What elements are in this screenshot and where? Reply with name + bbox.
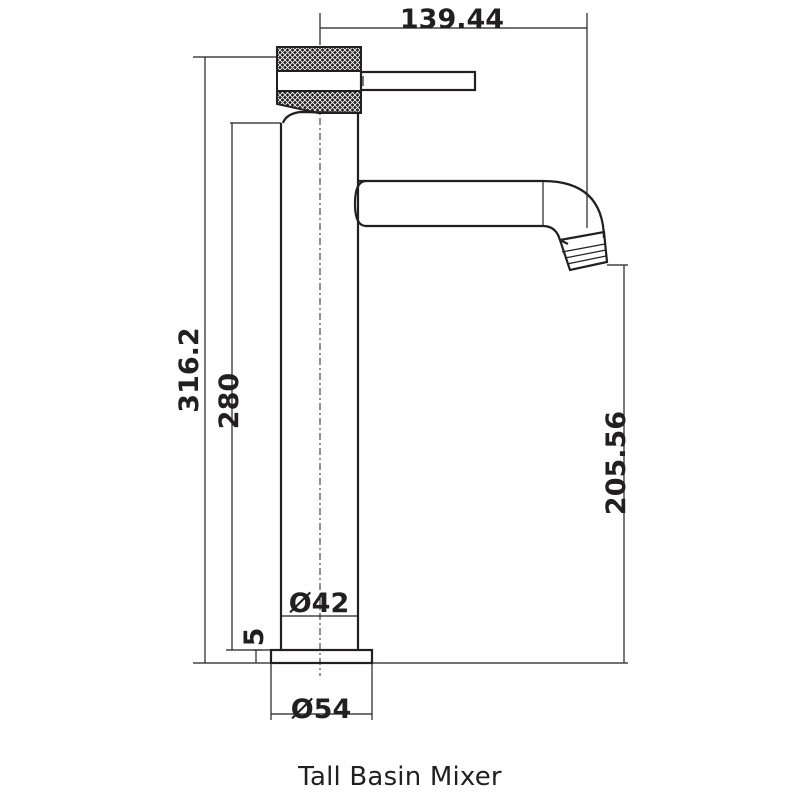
dimension-spout-height: 205.56	[372, 264, 632, 664]
base-plate	[269, 648, 374, 665]
dimension-body-height: 280	[214, 122, 281, 651]
knurled-collar	[276, 46, 362, 124]
dim-base-diameter-label: Ø54	[291, 694, 352, 725]
dim-spout-height-label: 205.56	[601, 411, 632, 515]
dim-projection-label: 139.44	[400, 4, 504, 35]
dimension-projection: 139.44	[319, 4, 588, 228]
dimension-base-diameter: Ø54	[270, 663, 373, 725]
lever-handle	[359, 70, 477, 92]
dimension-body-diameter: Ø42	[281, 588, 358, 619]
spout	[353, 179, 609, 272]
dim-base-thickness-label: 5	[239, 628, 270, 647]
dim-body-diameter-label: Ø42	[289, 588, 350, 619]
dimension-base-thickness: 5	[239, 628, 270, 663]
tap-outline	[269, 46, 609, 676]
drawing-title: Tall Basin Mixer	[298, 762, 502, 792]
dim-total-height-label: 316.2	[174, 327, 205, 412]
dimension-total-height: 316.2	[174, 56, 277, 664]
dim-body-height-label: 280	[214, 373, 245, 429]
